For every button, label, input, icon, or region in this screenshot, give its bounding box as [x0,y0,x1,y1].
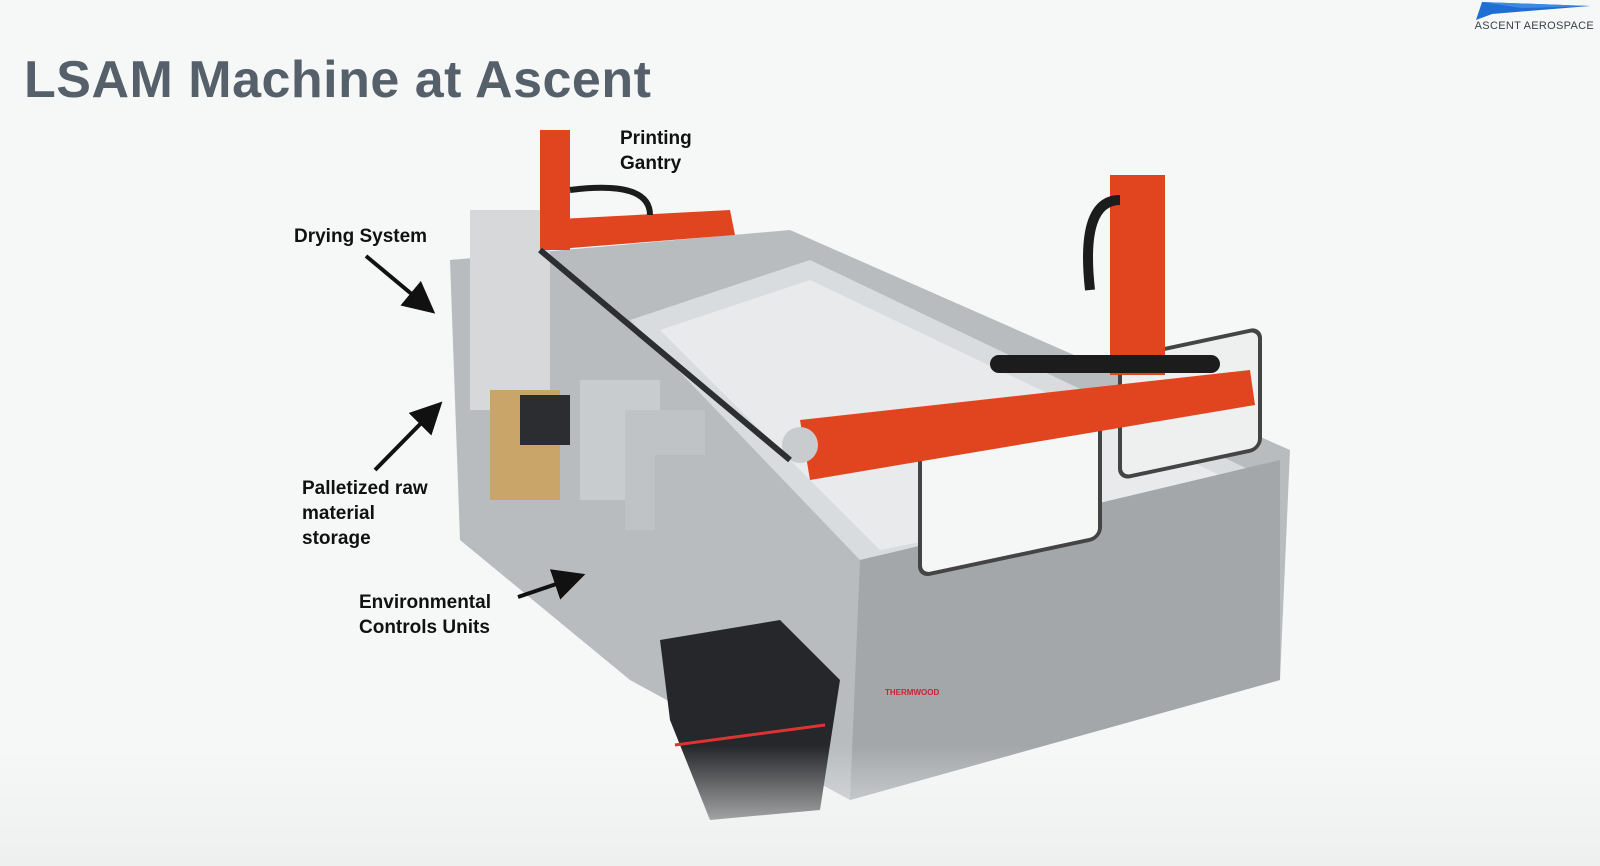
label-line: Printing [620,128,692,149]
bottom-fade [0,746,1600,866]
logo-text: ASCENT AEROSPACE [1474,20,1594,32]
swoosh-logo-icon [1476,2,1590,20]
label-palletized-storage: Palletized raw material storage [302,476,428,551]
label-printing-gantry: Printing Gantry [620,126,692,176]
label-line: Gantry [620,153,682,174]
label-line: Palletized raw [302,478,428,499]
label-line: material [302,503,375,524]
label-line: Controls Units [359,617,490,638]
arrow-icon [373,401,443,472]
label-line: storage [302,528,371,549]
page-title: LSAM Machine at Ascent [24,51,652,109]
arrow-icon [517,569,586,600]
label-line: Environmental [359,592,491,613]
arrow-icon [364,254,436,314]
label-environmental-controls: Environmental Controls Units [359,590,491,640]
label-drying-system: Drying System [294,224,427,249]
brand-mark: THERMWOOD [885,688,939,697]
lsam-machine-image: THERMWOOD [450,130,1290,820]
label-line: Drying System [294,226,428,247]
